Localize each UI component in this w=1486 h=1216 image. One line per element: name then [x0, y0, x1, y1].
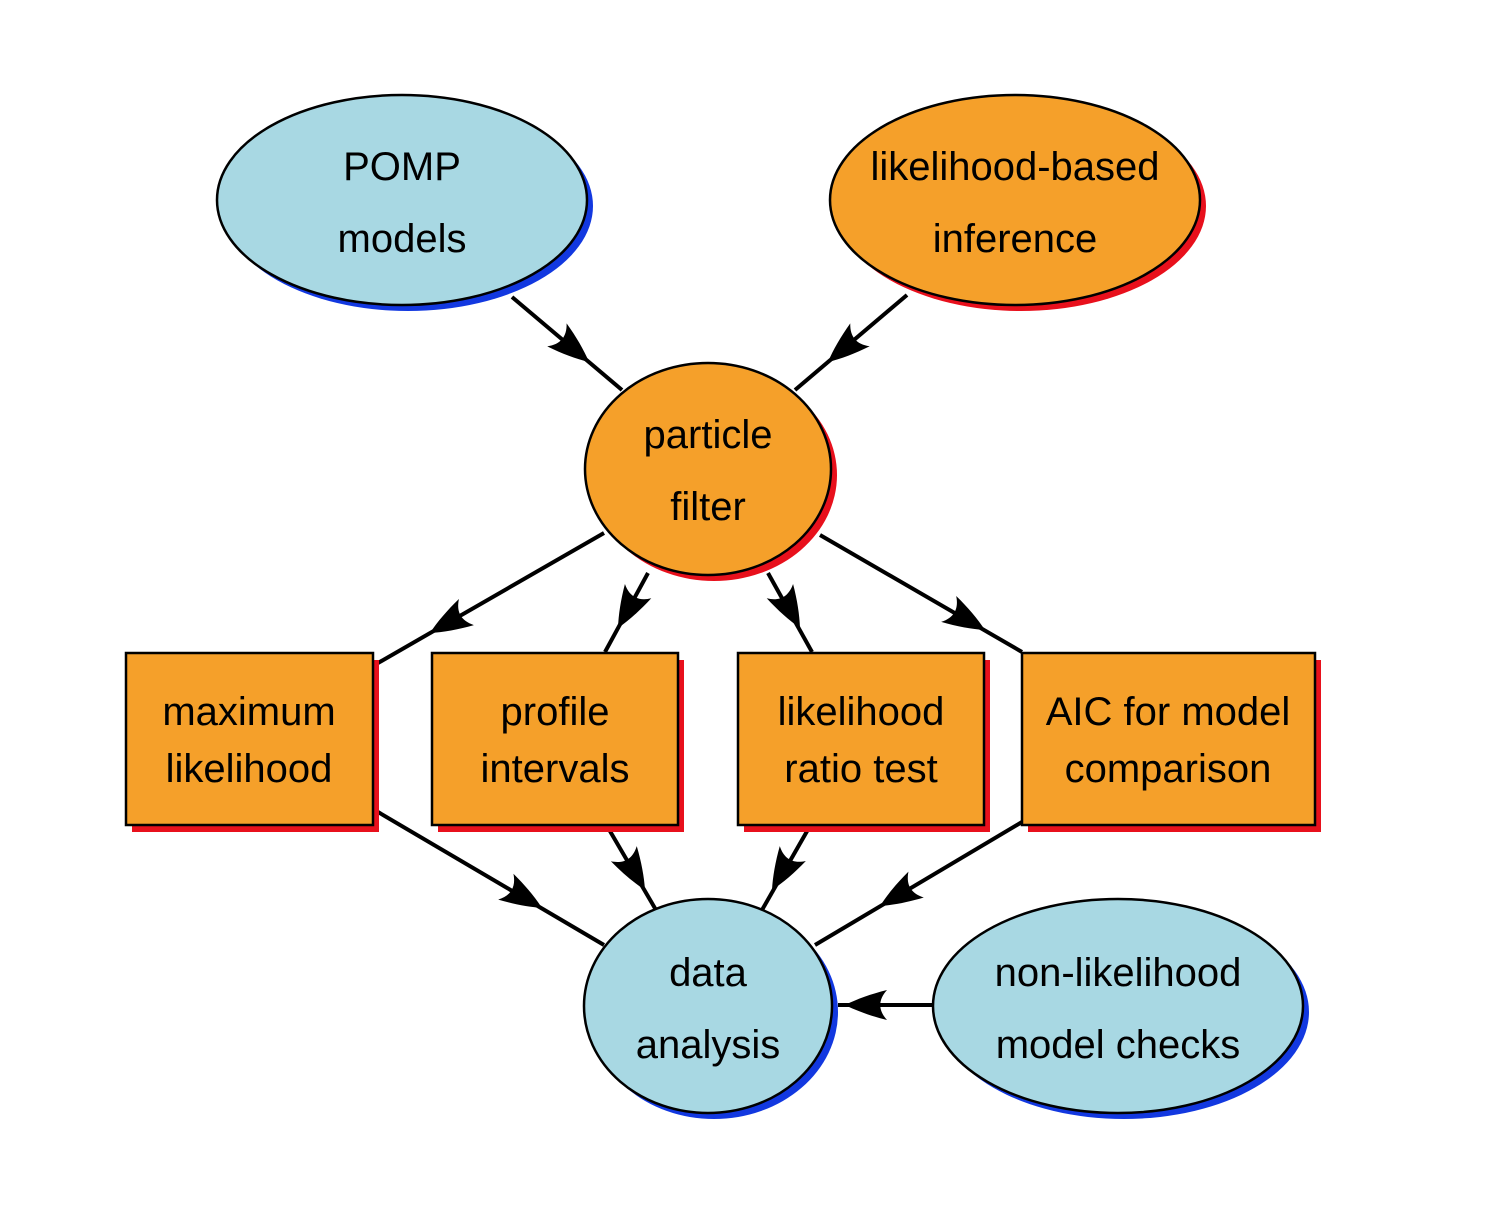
arrowhead-icon — [845, 990, 887, 1020]
node-particle-filter: particle filter — [583, 361, 837, 581]
node-shape — [736, 651, 986, 827]
node-likelihood-ratio-test: likelihood ratio test — [736, 651, 990, 832]
edge-max-likelihood-to-data-analysis — [376, 810, 606, 947]
node-shape — [430, 651, 680, 827]
node-aic-model-comparison: AIC for model comparison — [1020, 651, 1321, 832]
arrowhead-icon — [772, 846, 806, 890]
node-maximum-likelihood: maximum likelihood — [124, 651, 379, 832]
arrowhead-icon — [766, 583, 800, 628]
node-shape — [828, 93, 1202, 307]
arrowhead-icon — [498, 873, 542, 908]
node-shape — [215, 93, 589, 307]
node-label-line2: model checks — [996, 1023, 1241, 1067]
node-label-line1: data — [669, 951, 748, 995]
node-likelihood-based-inference: likelihood-based inference — [828, 93, 1206, 311]
node-label-line2: likelihood — [166, 747, 333, 791]
node-shape — [124, 651, 375, 827]
node-shape — [583, 361, 833, 577]
node-label-line2: comparison — [1065, 747, 1272, 791]
arrowhead-icon — [941, 595, 985, 630]
node-label-line1: AIC for model — [1046, 690, 1291, 734]
arrowheads — [430, 323, 985, 1020]
node-label-line1: profile — [501, 690, 610, 734]
arrowhead-icon — [880, 871, 924, 906]
node-profile-intervals: profile intervals — [430, 651, 684, 832]
node-label-line1: particle — [644, 413, 773, 457]
edge-particle-filter-to-aic — [818, 533, 1024, 654]
arrowhead-icon — [547, 323, 589, 362]
edge-particle-filter-to-max-likelihood — [377, 531, 605, 665]
node-shape — [582, 897, 834, 1115]
node-label-line2: models — [338, 217, 467, 261]
node-label-line1: likelihood-based — [870, 145, 1159, 189]
arrowhead-icon — [610, 846, 645, 890]
arrowhead-icon — [828, 323, 870, 362]
node-label-line1: non-likelihood — [995, 951, 1242, 995]
node-label-line2: filter — [670, 485, 746, 529]
node-shape — [1020, 651, 1317, 827]
node-pomp-models: POMP models — [215, 93, 593, 311]
arrowhead-icon — [618, 583, 652, 628]
node-data-analysis: data analysis — [582, 897, 838, 1119]
node-label-line1: likelihood — [778, 690, 945, 734]
node-label-line2: inference — [933, 217, 1098, 261]
node-label-line2: ratio test — [784, 747, 937, 791]
node-label-line1: maximum — [162, 690, 335, 734]
node-shape — [931, 897, 1305, 1115]
node-label-line1: POMP — [343, 145, 461, 189]
node-label-line2: analysis — [636, 1023, 781, 1067]
edge-aic-to-data-analysis — [813, 820, 1024, 947]
node-label-line2: intervals — [481, 747, 630, 791]
node-non-likelihood-model-checks: non-likelihood model checks — [931, 897, 1309, 1119]
arrowhead-icon — [430, 599, 474, 633]
